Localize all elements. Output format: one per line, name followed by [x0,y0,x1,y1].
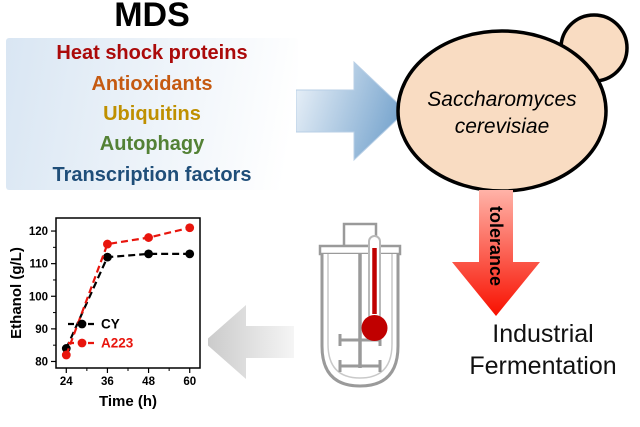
legend-marker-a223 [77,338,87,348]
x-tick-label: 48 [142,376,155,388]
mds-item-autophagy: Autophagy [99,133,205,156]
species-name-line2: cerevisiae [455,115,550,138]
mds-item-heat-shock-proteins: Heat shock proteins [56,42,248,65]
industrial-line1: Industrial [492,320,594,348]
y-tick-label: 110 [29,259,48,271]
series-marker-cy [144,249,153,259]
series-marker-a223 [144,233,153,242]
x-tick-label: 24 [60,376,73,388]
series-marker-a223 [103,239,112,249]
legend-label-cy: CY [101,317,120,332]
x-axis-label: Time (h) [99,393,157,410]
y-tick-label: 120 [29,226,48,238]
y-tick-label: 90 [35,324,48,336]
industrial-line2: Fermentation [469,352,617,380]
tolerance-arrow-icon [452,190,540,316]
y-axis-label: Ethanol (g/L) [8,247,25,339]
arrow-right-shape [296,60,407,162]
series-marker-a223 [185,223,195,233]
tolerance-label: tolerance [486,205,506,287]
y-tick-label: 80 [35,356,48,368]
bioreactor-illustration [318,222,402,388]
series-marker-cy [103,252,112,262]
series-line-cy [65,252,190,349]
y-tick-label: 100 [29,291,48,303]
species-name-line1: Saccharomyces [427,88,577,111]
tolerance-arrow-shape [452,190,540,316]
series-line-a223 [65,226,190,356]
bioreactor-inner-wall [327,254,393,379]
impeller-lower [338,360,382,372]
arrow-left-icon [204,305,294,379]
thermometer-bulb [361,315,388,341]
mds-item-antioxidants: Antioxidants [91,72,213,95]
arrow-left-shape [204,305,294,379]
series-marker-a223 [61,350,71,360]
bioreactor-lid [318,244,402,256]
legend-label-a223: A223 [101,336,134,351]
series-marker-cy [185,249,195,259]
legend-marker-cy [77,319,87,329]
yeast-cell: Saccharomyces cerevisiae [396,13,629,193]
x-tick-label: 36 [101,376,114,388]
mds-title: MDS [114,0,190,34]
x-tick-label: 60 [183,376,196,388]
mds-item-transcription-factors: Transcription factors [52,163,252,186]
mds-item-ubiquitins: Ubiquitins [103,102,201,125]
arrow-right-icon [296,60,407,162]
industrial-fermentation-label: Industrial Fermentation [448,318,638,382]
yeast-body [396,29,608,193]
